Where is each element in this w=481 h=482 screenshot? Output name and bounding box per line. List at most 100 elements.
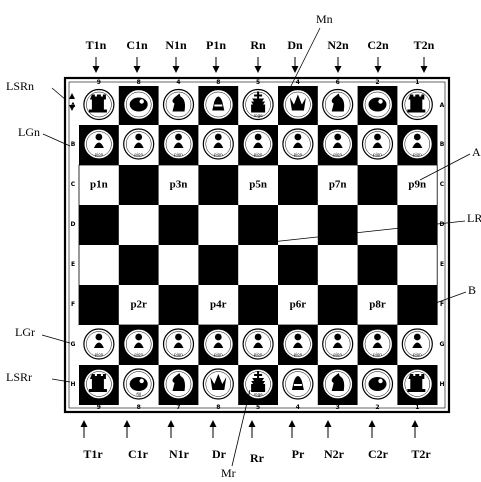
pawn-head (374, 133, 381, 141)
leader-line-Mr (231, 389, 251, 467)
piece-token-ring (165, 371, 192, 397)
piece-name-label: pion (174, 352, 183, 357)
label-LGr: LGr (15, 325, 35, 339)
cannon-icon (129, 377, 148, 391)
down-arrow-head (133, 66, 141, 73)
row-letter-right: D (439, 221, 445, 228)
knight-icon (331, 93, 345, 112)
piece-pawn (278, 325, 319, 365)
row-letter-left: E (70, 261, 76, 268)
dark-square (198, 165, 239, 205)
pawn-icon (372, 133, 383, 148)
general-band (214, 104, 223, 107)
up-arrow-head (80, 420, 88, 427)
up-arrow-head (167, 420, 175, 427)
pawn-head (374, 333, 381, 341)
knight-body (172, 93, 185, 112)
pawn-icon (253, 333, 264, 348)
piece-name-label: pion (412, 152, 422, 157)
rook-body (88, 374, 107, 392)
piece-king (238, 365, 279, 405)
bottom-label-Dr: Dr (212, 447, 226, 461)
column-marker-top: 8 (136, 79, 141, 86)
light-square (317, 165, 358, 205)
pawn-head (413, 133, 421, 141)
row-letter-left: G (70, 341, 76, 348)
piece-knight (317, 86, 358, 125)
piece-token-ring (205, 91, 232, 118)
pawn-icon (133, 333, 144, 348)
piece-rook (397, 86, 438, 125)
piece-rook (79, 86, 120, 125)
piece-name-label: fill (136, 392, 142, 397)
down-arrow-head (291, 66, 299, 73)
piece-token-ring (285, 91, 311, 118)
label-LSRn: LSRn (6, 79, 35, 93)
king-cross (254, 91, 263, 99)
column-marker-top: 4 (295, 79, 300, 86)
knight-icon (331, 373, 345, 391)
pawn-body (213, 342, 224, 348)
rook-body (407, 94, 426, 113)
light-square (198, 285, 239, 325)
pawn-icon (253, 133, 264, 148)
top-label-Dn: Dn (287, 38, 303, 52)
row-letter-left: H (70, 381, 76, 388)
light-square (278, 205, 319, 245)
column-marker-bottom: 5 (256, 404, 261, 411)
pawn-body (372, 142, 383, 148)
pawn-head (135, 133, 143, 141)
knight-icon (172, 93, 185, 112)
piece-token-ring (125, 91, 152, 118)
up-arrow-head (209, 420, 217, 427)
row-letter-right: F (439, 301, 445, 308)
pawn-icon (412, 333, 423, 348)
light-square (317, 245, 358, 285)
piece-king (238, 86, 279, 125)
down-arrow-head (92, 66, 100, 73)
piece-pawn (79, 125, 120, 165)
light-square (397, 245, 438, 285)
pawn-body (213, 142, 224, 148)
pawn-body (412, 342, 423, 348)
pawn-icon (412, 133, 423, 148)
piece-name-label: pion (412, 352, 422, 357)
light-square (158, 165, 199, 205)
piece-token-ring (404, 331, 431, 357)
piece-token-ring (324, 331, 351, 357)
row-letter-left: B (70, 141, 76, 148)
piece-pawn (238, 125, 279, 165)
down-arrow-head (172, 66, 180, 73)
general-band (293, 384, 302, 386)
board-squares (79, 165, 438, 325)
pawn-body (253, 342, 264, 348)
piece-pawn (317, 325, 358, 365)
column-marker-bottom: 8 (216, 404, 221, 411)
column-marker-bottom: 2 (375, 404, 380, 411)
piece-token-ring (364, 131, 391, 157)
pawn-icon (213, 133, 224, 148)
down-arrow-head (334, 66, 342, 73)
piece-name-label: pion (134, 152, 144, 157)
rook-body (88, 94, 107, 113)
up-arrow-head (288, 420, 296, 427)
pawn-body (292, 142, 303, 148)
piece-name-label: pion (94, 152, 104, 157)
bottom-label-Rr: Rr (250, 451, 264, 465)
label-A: A (472, 145, 481, 159)
square-label-p4r: p4r (210, 298, 227, 311)
square-label-p9n: p9n (408, 178, 427, 191)
down-arrow-head (254, 66, 262, 73)
bottom-label-T2r: T2r (411, 447, 431, 461)
row-letter-left: A (70, 101, 76, 109)
dark-square (238, 205, 279, 245)
dark-square (238, 285, 279, 325)
piece-token-ring (285, 131, 311, 157)
piece-name-label: pion (94, 352, 104, 357)
light-square (198, 205, 239, 245)
piece-token-ring (324, 131, 351, 157)
dark-square (198, 245, 239, 285)
square-label-p2r: p2r (130, 298, 147, 311)
piece-token-ring (364, 91, 391, 118)
